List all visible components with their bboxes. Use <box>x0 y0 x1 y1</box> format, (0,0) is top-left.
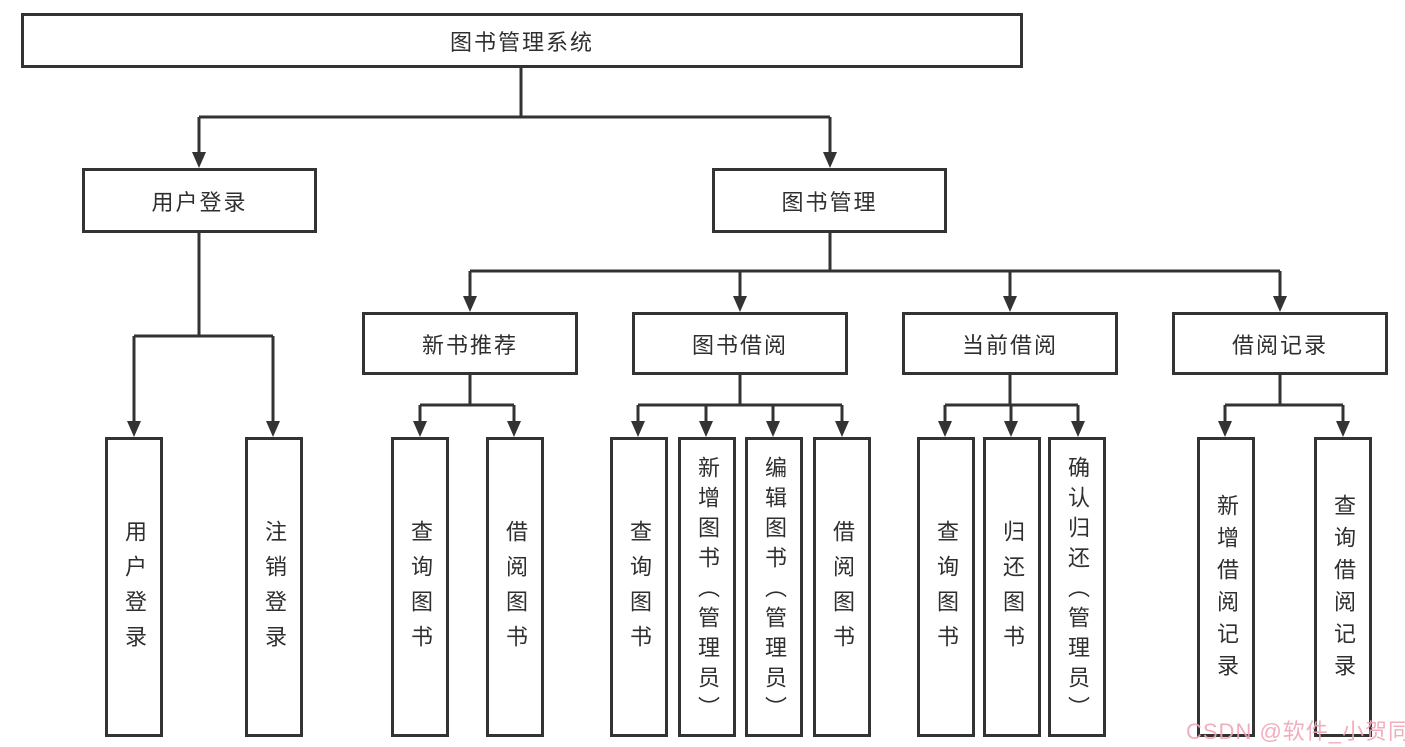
leaf-logout: 注销登录 <box>245 437 303 737</box>
leaf-query-books-borrow: 查询图书 <box>610 437 668 737</box>
leaf-add-borrow-record: 新增借阅记录 <box>1197 437 1255 737</box>
node-new-book-recommend: 新书推荐 <box>362 312 578 375</box>
leaf-confirm-return-admin: 确认归还（管理员） <box>1048 437 1106 737</box>
node-book-borrowing: 图书借阅 <box>632 312 848 375</box>
node-book-management: 图书管理 <box>712 168 947 233</box>
csdn-watermark: CSDN @软件_小贺同学 <box>1186 719 1405 744</box>
node-current-borrowing: 当前借阅 <box>902 312 1118 375</box>
root-node-library-system: 图书管理系统 <box>21 13 1023 68</box>
leaf-query-borrow-record: 查询借阅记录 <box>1314 437 1372 737</box>
leaf-query-books-recommend: 查询图书 <box>391 437 449 737</box>
leaf-edit-books-admin: 编辑图书（管理员） <box>745 437 803 737</box>
leaf-user-login: 用户登录 <box>105 437 163 737</box>
leaf-query-books-current: 查询图书 <box>917 437 975 737</box>
node-user-login: 用户登录 <box>82 168 317 233</box>
leaf-borrow-books: 借阅图书 <box>813 437 871 737</box>
leaf-borrow-books-recommend: 借阅图书 <box>486 437 544 737</box>
leaf-add-books-admin: 新增图书（管理员） <box>678 437 736 737</box>
node-borrow-records: 借阅记录 <box>1172 312 1388 375</box>
leaf-return-books: 归还图书 <box>983 437 1041 737</box>
